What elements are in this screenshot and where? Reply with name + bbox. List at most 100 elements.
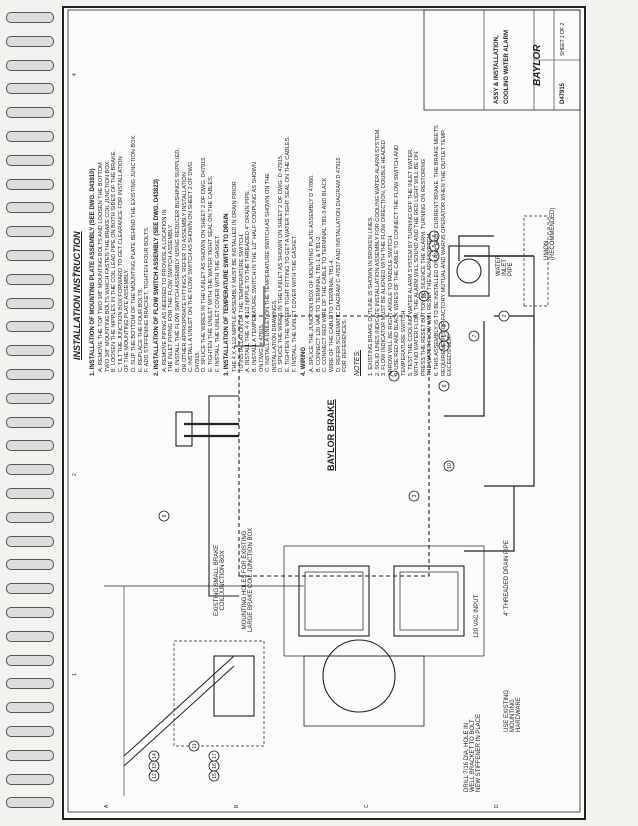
instruction-line: E. TIGHTEN THE UNILET WITH THE WATER TIG…: [208, 175, 214, 372]
binding-hole: [6, 321, 54, 333]
balloon-circle: [388, 370, 400, 382]
instruction-line: WIRE OF THE CABLE TO TERMINAL TB1-4.: [329, 258, 335, 372]
balloon-circle: [418, 290, 430, 302]
balloon-number: 12: [152, 773, 158, 779]
title-line-1: ASSY & INSTALLATION,: [494, 35, 500, 104]
instruction-line: ON DWG. # 47915.: [258, 323, 265, 373]
sheet-number: SHEET 1 OF 2: [560, 22, 566, 56]
instruction-line: C. TILT THE JUNCTION BOX FORWARD TO GET …: [117, 156, 124, 372]
junction-box-1: [298, 565, 370, 637]
balloon-number: 5: [442, 334, 448, 337]
instruction-line: F. ADD STIFFENING BRACKET, TIGHTEN FOUR …: [144, 226, 151, 372]
balloon-number: 14: [152, 753, 158, 759]
label-use-existing: USE EXISTING MOUNTING HARDWARE: [504, 689, 522, 732]
instruction-line: B. INSTALL THE FLOW SWITCH ASSEMBLY USIN…: [175, 148, 181, 372]
balloon-number: 15: [212, 773, 218, 779]
label-existing-small-brake: EXISTING SMALL BRAKE COIL JUNCTION BOX: [214, 544, 226, 616]
label-drill: DRILL 7/16 DIA. HOLE IN WELL BRACKET TO …: [464, 713, 482, 792]
instruction-line: D47915.: [194, 350, 201, 372]
balloon-number: 4: [432, 254, 438, 257]
binding-hole: [6, 440, 54, 452]
temp-switch: [175, 411, 193, 447]
instruction-line: A. INSTALL THE 4 X 4 1/2 NIPPLE TO THE T…: [245, 189, 252, 372]
binding-hole: [6, 511, 54, 523]
instruction-line: D. REFER SCHEMATIC DIAGRAM C 47637 AND I…: [335, 157, 342, 372]
binding-hole: [6, 202, 54, 214]
binding-hole: [6, 607, 54, 618]
label-mounting-holes: MOUNTING HOLES FOR EXISTING LARGE BRAKE …: [242, 527, 254, 632]
binding-hole: [6, 250, 54, 261]
balloon-number: 6: [432, 234, 438, 237]
note-line: ARROW WILL BE RIGHT ANGLE TO PADDLE SWIT…: [387, 234, 394, 376]
balloon-circle: [188, 740, 200, 752]
instruction-line: OF THE MOUNTING PLATE ASSEMBLY.: [124, 268, 131, 372]
balloon-number: 17: [212, 753, 218, 759]
balloon-circle: [158, 510, 170, 522]
instruction-line: D. SPLICE THE WIRES IN THE UNILET AS SHO…: [201, 156, 208, 372]
instruction-line: E. REPLACE THE FOUR BOLTS.: [137, 287, 144, 372]
spiral-binding: [0, 0, 60, 826]
label-vac-input: 120 VAC INPUT: [474, 594, 480, 638]
binding-hole: [6, 178, 54, 190]
binding-hole: [6, 535, 54, 547]
instruction-line: TO INSTALLATION OF THE TEMPERATURE SWITC…: [238, 233, 245, 372]
section-heading: 1. INSTALLATION OF MOUNTING PLATE ASSEMB…: [90, 168, 96, 376]
balloon-number: 13: [152, 763, 158, 769]
binding-hole: [6, 654, 54, 666]
instruction-line: B. INSTALL A TEMPERATURE SWITCH IN THE 1…: [252, 162, 258, 372]
balloon-circle: [443, 460, 455, 472]
binding-hole: [6, 59, 54, 71]
instruction-line: F. INSTALL THE UNILET COVER WITH THE GAS…: [291, 234, 298, 372]
mounting-plate: [283, 545, 485, 657]
binding-hole: [6, 297, 54, 309]
installation-title: INSTALLATION INSTRUCTION: [72, 231, 82, 360]
binding-hole: [6, 749, 54, 761]
balloon-circle: [468, 330, 480, 342]
grid-3: 3: [72, 273, 78, 276]
binding-hole: [6, 773, 54, 785]
binding-hole: [6, 273, 54, 285]
balloon-number: 9: [162, 514, 168, 517]
instruction-line: THE INLET PIPING FOR THE FLOW SWITCH ASS…: [168, 223, 175, 372]
grid-4: 4: [72, 73, 78, 76]
grid-2: 2: [72, 473, 78, 476]
instruction-line: F. INSTALL THE UNILET COVER WITH THE GAS…: [214, 234, 221, 372]
instruction-line: A. SPLICE THE JUNCTION BOX OF MOUNTING P…: [309, 174, 316, 372]
grid-a: A: [104, 804, 110, 808]
conduit-1: [464, 486, 515, 552]
note-line: 5. TEST THE COOLING WATER ALARM SYSTEM B…: [407, 148, 414, 376]
instruction-line: A. REMOVE PIPING AS NEEDED TO PROVIDE A …: [161, 209, 168, 372]
note-line: 6. THIS ASSEMBLY IS TO BE INSTALLED ON A…: [434, 125, 440, 376]
binding-hole: [6, 678, 54, 690]
balloon-number: 3: [412, 494, 418, 497]
balloon-circle: [428, 230, 440, 242]
balloon-number: 6: [442, 324, 448, 327]
section-heading: 2. INSTALLATION OF FLOW SWITCH ASSEMBLY …: [153, 179, 160, 376]
note-line: EXCEEDS 163F.: [447, 334, 454, 376]
balloon-number: 2: [502, 314, 508, 317]
grid-1: 1: [72, 673, 78, 676]
binding-hole: [6, 726, 54, 737]
instruction-line: INSTALLATION DRAWINGS.: [271, 299, 278, 372]
dwg-number: D47915: [560, 82, 566, 104]
binding-hole: [6, 488, 54, 499]
balloon-circle: [498, 310, 510, 322]
instruction-line: C. CONNECT RED WIRE OF THE CABLE TO TERM…: [322, 177, 329, 372]
balloon-number: 18: [422, 293, 428, 299]
binding-hole: [6, 369, 54, 380]
section-heading: 3. INSTALLATION OF TEMPERATURE SWITCH TO…: [224, 213, 231, 376]
instruction-line: D. SPLICE THE WIRES IN THE UNILET AS SHO…: [278, 154, 285, 372]
section-heading: 4. WIRING: [301, 346, 308, 376]
binding-hole: [6, 797, 54, 809]
label-water-inlet: WATER INLET PIPE: [496, 255, 514, 276]
binding-hole: [6, 12, 54, 23]
title-line-2: COOLING WATER ALARM: [504, 30, 510, 104]
balloon-circle: [208, 750, 220, 762]
instruction-line: A. REMOVE THE TOP TWO 3/8" MOUNTING BOLT…: [98, 162, 104, 372]
binding-hole: [6, 154, 54, 166]
note-line: TEMPERATURE SWITCH.: [401, 308, 407, 376]
balloon-circle: [408, 490, 420, 502]
